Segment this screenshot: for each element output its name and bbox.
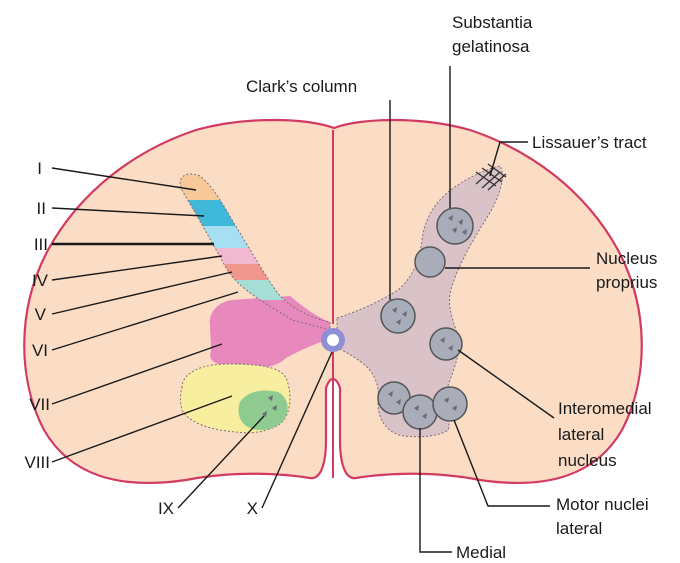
motor-nuclei-label-line1: Motor nuclei (556, 495, 649, 514)
substantia-label-line1: Substantia (452, 13, 533, 32)
nucleus-proprius-label-line1: Nucleus (596, 249, 657, 268)
interomedial-lateral-nucleus (430, 328, 462, 360)
lamina-label-VI: VI (32, 341, 48, 360)
lamina-label-IV: IV (32, 271, 49, 290)
lamina-label-IX: IX (158, 499, 174, 518)
lateral-motor-nucleus (433, 387, 467, 421)
lamina-label-X: X (247, 499, 258, 518)
interomedial-label-line3: nucleus (558, 451, 617, 470)
central-canal (327, 334, 339, 346)
lamina-label-V: V (35, 305, 47, 324)
interomedial-label-line1: Interomedial (558, 399, 652, 418)
lamina-label-II: II (37, 199, 46, 218)
medial-motor-nucleus-b (403, 395, 437, 429)
interomedial-label-line2: lateral (558, 425, 604, 444)
lissauers-tract-label: Lissauer’s tract (532, 133, 647, 152)
substantia-label-line2: gelatinosa (452, 37, 530, 56)
lamina-label-VII: VII (29, 395, 50, 414)
lamina-label-III: III (34, 235, 48, 254)
lamina-label-I: I (37, 159, 42, 178)
substantia-gelatinosa-nucleus (437, 208, 473, 244)
nucleus-proprius-label-line2: proprius (596, 273, 657, 292)
medial-label: Medial (456, 543, 506, 562)
clarks-column-label: Clark’s column (246, 77, 357, 96)
nucleus-proprius-nucleus (415, 247, 445, 277)
clarks-column-nucleus (381, 299, 415, 333)
lamina-label-VIII: VIII (24, 453, 50, 472)
motor-nuclei-label-line2: lateral (556, 519, 602, 538)
